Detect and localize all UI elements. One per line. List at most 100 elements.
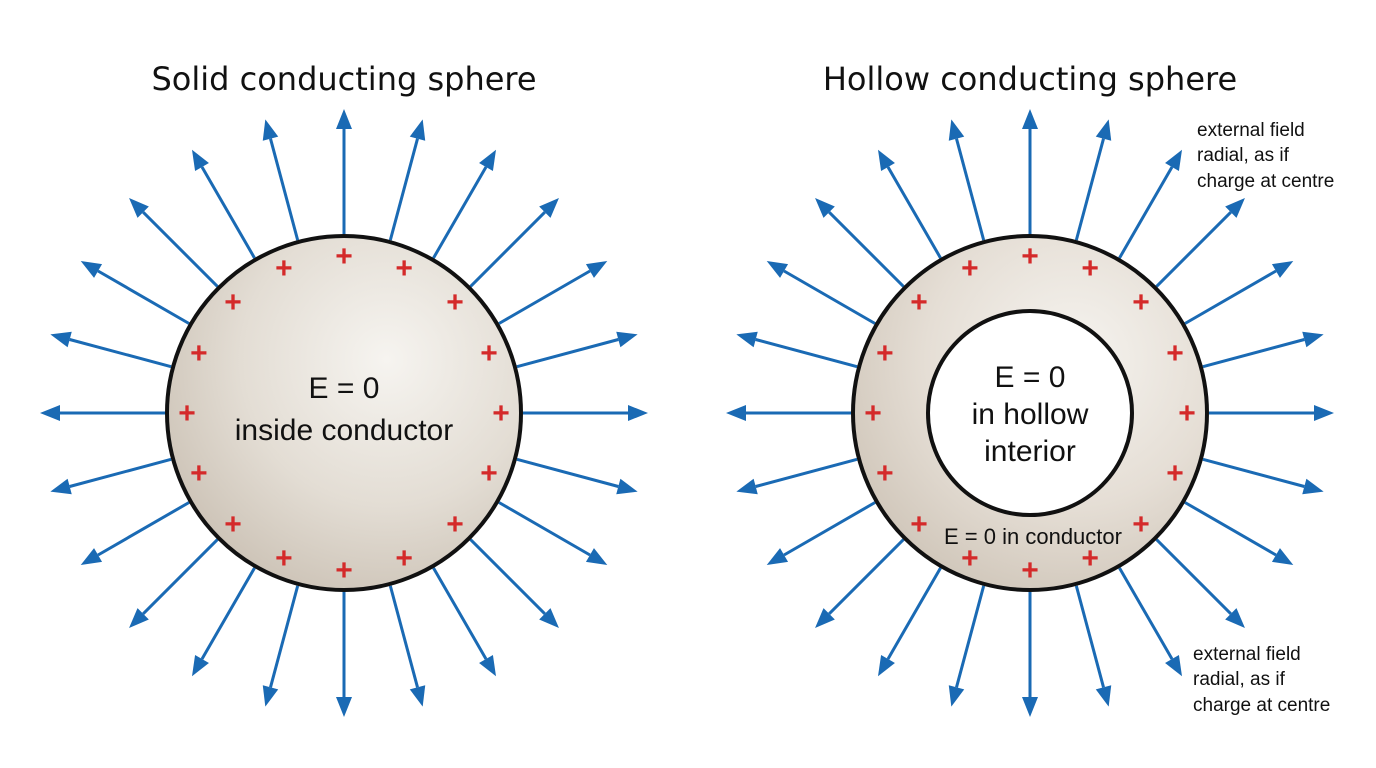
hollow-plus-icon-9: +	[961, 542, 979, 575]
hollow-arrow-icon-10	[1165, 654, 1182, 677]
solid-arrow-icon-20	[80, 261, 103, 278]
solid-arrow-icon-21	[129, 198, 149, 218]
solid-plus-icon-0: +	[335, 240, 353, 273]
solid-field-line-22	[200, 166, 256, 259]
solid-field-line-11	[388, 585, 419, 688]
hollow-plus-icon-5: +	[1166, 457, 1184, 490]
hollow-field-line-9	[1155, 538, 1232, 615]
hollow-arrow-icon-5	[1302, 331, 1324, 348]
solid-sphere-panel: Solid conducting sphere ++++++++++++++++…	[40, 60, 648, 717]
hollow-field-line-23	[955, 138, 986, 241]
hollow-arrow-icon-11	[1095, 685, 1112, 707]
solid-arrow-icon-18	[40, 405, 60, 421]
hollow-surface-charges: ++++++++++++++++	[864, 240, 1196, 587]
solid-field-line-7	[516, 457, 619, 488]
hollow-arrow-icon-1	[1095, 119, 1112, 141]
hollow-field-line-3	[1155, 211, 1232, 288]
solid-field-line-16	[97, 501, 190, 557]
hollow-arrow-icon-9	[1225, 608, 1245, 628]
hollow-arrow-icon-18	[726, 405, 746, 421]
solid-arrow-icon-9	[539, 608, 559, 628]
solid-field-line-2	[432, 166, 488, 259]
solid-field-line-23	[269, 138, 300, 241]
hollow-field-lines	[726, 109, 1334, 717]
hollow-arrow-icon-12	[1022, 697, 1038, 717]
solid-field-line-20	[97, 269, 190, 325]
hollow-field-line-7	[1202, 457, 1305, 488]
hollow-field-line-4	[1184, 269, 1277, 325]
solid-field-label-line1: E = 0	[309, 372, 380, 405]
solid-plus-icon-9: +	[275, 542, 293, 575]
hollow-plus-icon-3: +	[1166, 337, 1184, 370]
solid-arrow-icon-2	[479, 149, 496, 172]
solid-plus-icon-14: +	[224, 286, 242, 319]
solid-plus-icon-13: +	[190, 337, 208, 370]
hollow-field-line-13	[955, 585, 986, 688]
solid-field-line-9	[469, 538, 546, 615]
hollow-field-line-22	[886, 166, 942, 259]
hollow-interior-cavity	[926, 309, 1134, 517]
solid-field-line-21	[142, 211, 219, 288]
solid-field-label-line2: inside conductor	[235, 414, 453, 447]
hollow-arrow-icon-2	[1165, 149, 1182, 172]
hollow-field-line-11	[1074, 585, 1105, 688]
solid-field-line-19	[69, 338, 172, 369]
hollow-sphere-title: Hollow conducting sphere	[823, 60, 1237, 98]
hollow-arrow-icon-15	[815, 608, 835, 628]
solid-arrow-icon-14	[192, 654, 209, 677]
hollow-plus-icon-4: +	[1178, 397, 1196, 430]
hollow-arrow-icon-7	[1302, 478, 1324, 495]
solid-field-line-4	[498, 269, 591, 325]
solid-arrow-icon-1	[409, 119, 426, 141]
solid-arrow-icon-11	[409, 685, 426, 707]
hollow-plus-icon-15: +	[961, 252, 979, 285]
solid-field-line-17	[69, 457, 172, 488]
solid-arrow-icon-12	[336, 697, 352, 717]
hollow-plus-icon-2: +	[1132, 286, 1150, 319]
hollow-field-line-16	[783, 501, 876, 557]
hollow-arrow-icon-20	[766, 261, 789, 278]
external-field-note-top-line1: external field	[1197, 120, 1305, 141]
hollow-plus-icon-6: +	[1132, 508, 1150, 541]
hollow-field-line-8	[1184, 501, 1277, 557]
solid-plus-icon-6: +	[446, 508, 464, 541]
solid-arrow-icon-22	[192, 149, 209, 172]
solid-plus-icon-15: +	[275, 252, 293, 285]
solid-arrow-icon-13	[262, 685, 279, 707]
hollow-conductor-label: E = 0 in conductor	[944, 524, 1122, 549]
solid-field-line-3	[469, 211, 546, 288]
hollow-field-line-17	[755, 457, 858, 488]
solid-field-line-14	[200, 567, 256, 660]
solid-field-line-15	[142, 538, 219, 615]
external-field-note-bottom-line2: radial, as if	[1193, 669, 1286, 690]
hollow-plus-icon-8: +	[1021, 554, 1039, 587]
hollow-plus-icon-10: +	[910, 508, 928, 541]
hollow-field-line-15	[828, 538, 905, 615]
solid-arrow-icon-5	[616, 331, 638, 348]
hollow-field-line-2	[1118, 166, 1174, 259]
solid-plus-icon-3: +	[480, 337, 498, 370]
hollow-field-line-1	[1074, 138, 1105, 241]
external-field-note-bottom-line3: charge at centre	[1193, 695, 1330, 716]
hollow-plus-icon-14: +	[910, 286, 928, 319]
solid-field-line-10	[432, 567, 488, 660]
hollow-arrow-icon-8	[1271, 548, 1294, 565]
solid-arrow-icon-4	[585, 261, 608, 278]
solid-arrow-icon-10	[479, 654, 496, 677]
hollow-arrow-icon-16	[766, 548, 789, 565]
solid-field-lines	[40, 109, 648, 717]
hollow-interior-label-line1: E = 0	[995, 361, 1066, 394]
solid-plus-icon-5: +	[480, 457, 498, 490]
hollow-plus-icon-7: +	[1081, 542, 1099, 575]
solid-arrow-icon-23	[262, 119, 279, 141]
solid-plus-icon-4: +	[492, 397, 510, 430]
external-field-note-top-line3: charge at centre	[1197, 171, 1334, 192]
solid-arrow-icon-16	[80, 548, 103, 565]
hollow-arrow-icon-17	[736, 478, 758, 495]
external-field-note-bottom-line1: external field	[1193, 644, 1301, 665]
hollow-arrow-icon-3	[1225, 198, 1245, 218]
hollow-arrow-icon-22	[878, 149, 895, 172]
hollow-sphere-panel: Hollow conducting sphere +++++++++++++++…	[726, 60, 1334, 717]
solid-plus-icon-12: +	[178, 397, 196, 430]
